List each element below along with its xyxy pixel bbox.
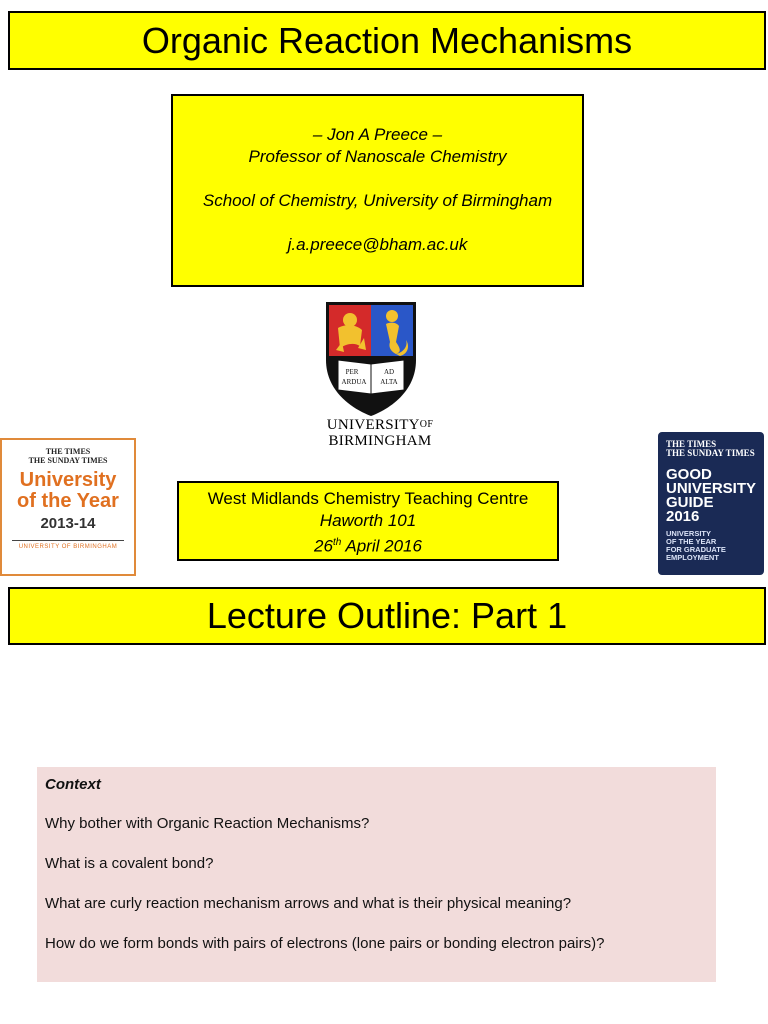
author-role: Professor of Nanoscale Chemistry [248, 147, 507, 166]
university-crest-icon: PER AD ARDUA ALTA [326, 302, 416, 416]
context-heading: Context [45, 776, 101, 793]
badge-left-line2: of the Year [17, 490, 119, 512]
venue-room: Haworth 101 [319, 511, 417, 530]
badge-right-s2: OF THE YEAR [666, 537, 717, 546]
university-name-line1: UNIVERSITY [326, 417, 420, 433]
venue-date: 26th April 2016 [179, 532, 557, 558]
badge-right-s4: EMPLOYMENT [666, 553, 719, 562]
context-item: How do we form bonds with pairs of elect… [45, 935, 605, 952]
university-name-of: OF [419, 419, 434, 430]
university-name: UNIVERSITYOF BIRMINGHAM [290, 417, 470, 449]
badge-left-year: 2013-14 [40, 515, 96, 532]
author-name: – Jon A Preece – [312, 125, 443, 144]
crest-motto-ardua: ARDUA [342, 378, 367, 386]
venue-date-month-year: April 2016 [341, 536, 422, 556]
context-item: What are curly reaction mechanism arrows… [45, 895, 572, 912]
venue-box: West Midlands Chemistry Teaching Centre … [177, 481, 559, 561]
context-panel: Context Why bother with Organic Reaction… [37, 767, 716, 982]
crest-motto-alta: ALTA [380, 378, 397, 386]
context-item: What is a covalent bond? [45, 855, 214, 872]
crest-motto-ad: AD [384, 368, 394, 376]
badge-right-g1: GOOD [666, 466, 712, 483]
university-of-year-badge: THE TIMES THE SUNDAY TIMES University of… [0, 438, 136, 576]
venue-date-day: 26 [314, 536, 333, 556]
good-university-guide-badge: THE TIMES THE SUNDAY TIMES GOOD UNIVERSI… [658, 432, 764, 575]
author-email: j.a.preece@bham.ac.uk [287, 235, 468, 254]
badge-left-sunday-times: THE SUNDAY TIMES [28, 456, 108, 465]
badge-left-footer: UNIVERSITY OF BIRMINGHAM [18, 544, 118, 550]
badge-right-s3: FOR GRADUATE [666, 545, 726, 554]
outline-box: Lecture Outline: Part 1 [8, 587, 766, 645]
badge-right-times: THE TIMES [666, 439, 717, 449]
venue-centre: West Midlands Chemistry Teaching Centre [207, 489, 529, 508]
context-item: Why bother with Organic Reaction Mechani… [45, 815, 370, 832]
author-school: School of Chemistry, University of Birmi… [202, 191, 553, 210]
badge-left-times: THE TIMES [45, 447, 91, 456]
badge-right-g2: UNIVERSITY [666, 480, 757, 497]
university-name-line2: BIRMINGHAM [328, 433, 432, 449]
outline-title: Lecture Outline: Part 1 [206, 595, 568, 636]
badge-right-s1: UNIVERSITY [666, 529, 712, 538]
author-box: – Jon A Preece – Professor of Nanoscale … [171, 94, 584, 287]
badge-right-sunday-times: THE SUNDAY TIMES [666, 448, 755, 458]
title-box: Organic Reaction Mechanisms [8, 11, 766, 70]
badge-right-g4: 2016 [666, 508, 700, 525]
badge-left-line1: University [19, 469, 117, 491]
venue-date-ordinal: th [332, 537, 342, 548]
crest-motto-per: PER [346, 368, 359, 376]
badge-right-g3: GUIDE [666, 494, 714, 511]
page-title: Organic Reaction Mechanisms [141, 19, 633, 61]
